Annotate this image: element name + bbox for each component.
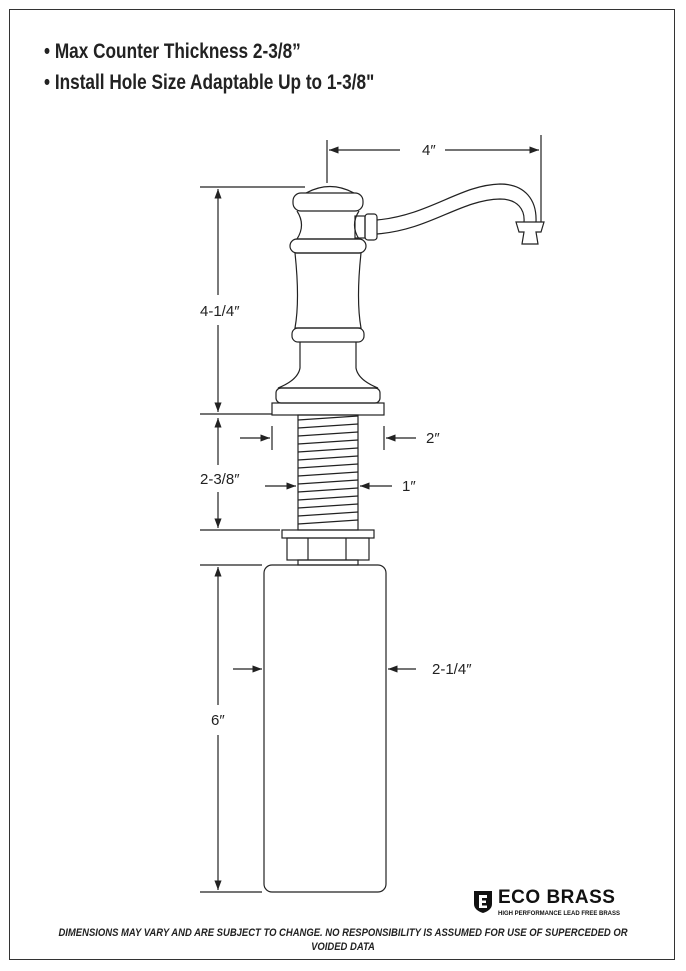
soap-bottle [263,564,387,893]
shield-icon [474,891,492,913]
bullet-counter-thickness: • Max Counter Thickness 2-3/8” [44,40,301,63]
dim-bottle-height: 6″ [200,564,262,893]
mounting-nut [281,529,375,566]
eco-brass-logo: ECO BRASS HIGH PERFORMANCE LEAD FREE BRA… [472,886,620,918]
spec-bullets: • Max Counter Thickness 2-3/8” • Install… [44,36,374,98]
logo-name: ECO BRASS [498,887,616,908]
label-head-height: 4-1/4″ [200,303,240,320]
dim-bottle-diameter: 2-1/4″ [233,661,472,678]
bullet-hole-size: • Install Hole Size Adaptable Up to 1-3/… [44,71,375,94]
dim-spout-reach: 4″ [326,135,542,222]
label-spout-reach: 4″ [422,142,436,159]
threaded-shank [297,414,359,531]
label-flange-diameter: 2″ [426,430,440,447]
label-bottle-height: 6″ [211,712,225,729]
spout [354,183,545,245]
label-shank-length: 2-3/8″ [200,471,240,488]
dim-shank-diameter: 1″ [265,478,416,495]
pump-head [271,185,385,416]
disclaimer: DIMENSIONS MAY VARY AND ARE SUBJECT TO C… [58,927,628,953]
dim-head-height: 4-1/4″ [200,186,305,415]
label-shank-diameter: 1″ [402,478,416,495]
page-border [9,9,675,960]
label-bottle-diameter: 2-1/4″ [432,661,472,678]
dim-shank-length: 2-3/8″ [200,418,280,531]
dim-flange-diameter: 2″ [240,426,440,450]
logo-tagline: HIGH PERFORMANCE LEAD FREE BRASS [498,911,621,917]
